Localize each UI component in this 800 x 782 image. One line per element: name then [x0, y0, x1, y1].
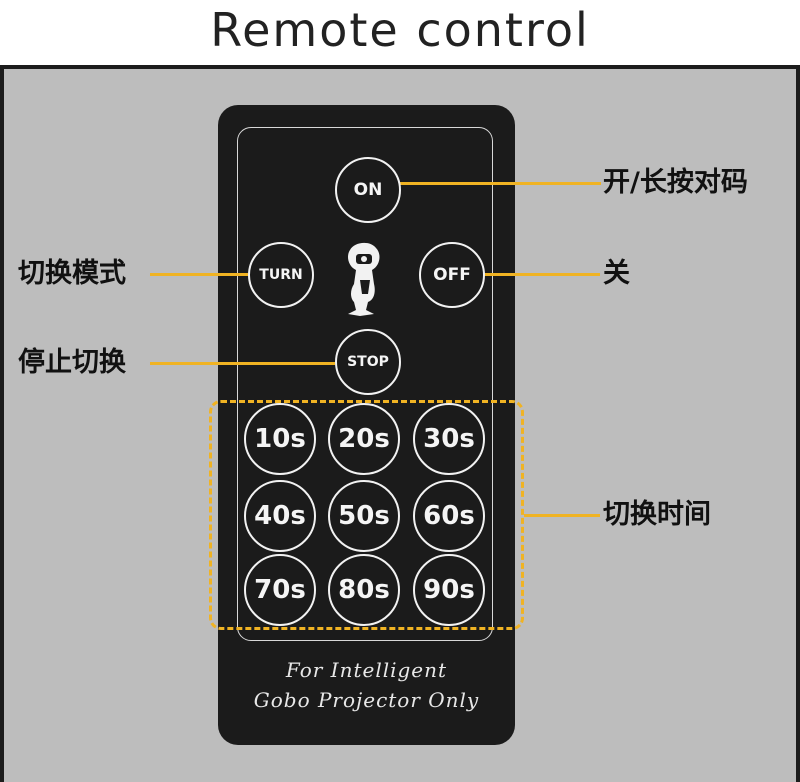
time-button-90s[interactable]: 90s — [413, 554, 485, 626]
time-button-40s[interactable]: 40s — [244, 480, 316, 552]
remote-inner-frame — [237, 127, 493, 641]
on-annotation-line — [399, 182, 601, 185]
times-annotation-label: 切换时间 — [603, 499, 711, 530]
stop-annotation-label: 停止切换 — [18, 347, 126, 378]
time-button-60s[interactable]: 60s — [413, 480, 485, 552]
times-annotation-line — [524, 514, 600, 517]
turn-annotation-line — [150, 273, 248, 276]
turn-button[interactable]: TURN — [248, 242, 314, 308]
footer-line-1: For Intelligent — [285, 658, 448, 682]
on-button[interactable]: ON — [335, 157, 401, 223]
time-button-80s[interactable]: 80s — [328, 554, 400, 626]
projector-icon — [348, 242, 380, 316]
time-button-10s[interactable]: 10s — [244, 403, 316, 475]
off-annotation-label: 关 — [603, 258, 630, 289]
time-buttons-highlight — [209, 400, 524, 630]
off-annotation-line — [484, 273, 600, 276]
time-button-50s[interactable]: 50s — [328, 480, 400, 552]
time-button-30s[interactable]: 30s — [413, 403, 485, 475]
on-annotation-label: 开/长按对码 — [603, 167, 748, 198]
page-title: Remote control — [210, 3, 590, 57]
footer-line-2: Gobo Projector Only — [253, 688, 480, 712]
stop-annotation-line — [150, 362, 335, 365]
stop-button[interactable]: STOP — [335, 329, 401, 395]
time-button-70s[interactable]: 70s — [244, 554, 316, 626]
off-button[interactable]: OFF — [419, 242, 485, 308]
time-button-20s[interactable]: 20s — [328, 403, 400, 475]
turn-annotation-label: 切换模式 — [18, 258, 126, 289]
